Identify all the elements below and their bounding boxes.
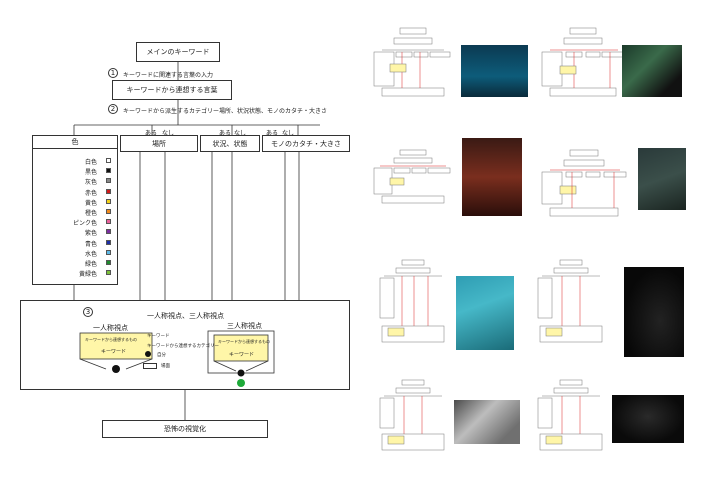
color-row: 黄緑色 <box>33 268 119 278</box>
pov-panel: 3 一人称視点、三人称視点 一人称視点 三人称視点 キーワードから連想するもの … <box>20 300 350 390</box>
color-swatch <box>106 239 111 245</box>
color-swatch <box>106 209 111 214</box>
diagram-connectors <box>73 62 320 420</box>
color-label: 黄緑色 <box>78 271 97 279</box>
color-swatch <box>106 219 111 225</box>
first-person-label: 一人称視点 <box>93 324 128 332</box>
color-swatch <box>106 229 111 235</box>
color-label: 緑色 <box>84 261 97 268</box>
color-label: 水色 <box>84 250 97 258</box>
color-label: 黒色 <box>84 169 97 177</box>
color-swatch <box>106 260 111 265</box>
step-1-number: 1 <box>108 68 118 78</box>
color-row: 白色 <box>33 156 119 166</box>
nashi-label: なし <box>234 130 247 137</box>
color-swatch <box>106 178 111 184</box>
step-2-text: キーワードから派生するカテゴリー場所、状況状態、モノのカタチ・大きさ <box>123 108 328 115</box>
thumb-person <box>622 45 682 97</box>
third-fan-text: キーワードから連想するもの <box>218 339 270 344</box>
legend-self: 自分 <box>157 353 166 358</box>
color-swatch <box>106 249 111 255</box>
third-person-fan <box>207 330 275 387</box>
mini-diagram-3 <box>372 148 454 208</box>
pov-title: 一人称視点、三人称視点 <box>147 312 224 320</box>
thumb-hand <box>456 276 514 350</box>
thumb-underwater <box>461 45 528 97</box>
mini-diagram-5 <box>378 258 448 350</box>
color-row: ピンク色 <box>33 217 119 227</box>
aru-label: ある <box>266 130 279 137</box>
shape-box: モノのカタチ・大きさ <box>262 135 350 152</box>
legend-self-dot <box>145 351 151 357</box>
step-2-number: 2 <box>108 104 118 114</box>
color-label: ピンク色 <box>72 220 97 228</box>
color-row: 灰色 <box>33 176 119 186</box>
mini-diagram-2 <box>540 24 628 100</box>
thumb-corridor <box>612 395 684 443</box>
first-fan-text: キーワードから連想するもの <box>85 337 137 342</box>
place-box: 場所 <box>120 135 198 152</box>
color-row: 緑色 <box>33 258 119 268</box>
color-swatch <box>106 158 111 163</box>
color-label: 紫色 <box>84 230 97 238</box>
color-label: 白色 <box>84 159 97 166</box>
mini-diagram-8 <box>536 378 606 458</box>
legend-scene: 場面 <box>161 364 170 369</box>
color-label: 橙色 <box>84 210 97 217</box>
color-row: 黄色 <box>33 197 119 207</box>
color-swatch <box>106 198 111 204</box>
color-label: 黄色 <box>84 199 97 207</box>
color-row: 赤色 <box>33 187 119 197</box>
thumb-figure <box>638 148 686 210</box>
mini-diagram-6 <box>536 258 606 350</box>
legend-keyword: キーワード <box>147 334 170 339</box>
color-panel: 色 白色黒色灰色赤色黄色橙色ピンク色紫色青色水色緑色黄緑色 <box>32 135 118 285</box>
state-box: 状況、状態 <box>200 135 260 152</box>
legend-scene-box <box>143 363 157 369</box>
associated-words-box: キーワードから連想する言葉 <box>112 80 232 100</box>
color-label: 青色 <box>84 240 97 248</box>
final-label: 恐怖の視覚化 <box>164 425 206 433</box>
color-label: 灰色 <box>84 179 97 187</box>
associated-words-label: キーワードから連想する言葉 <box>126 86 218 94</box>
thumb-staircase <box>462 138 522 216</box>
first-fan-keyword: キーワード <box>101 349 127 355</box>
main-keyword-box: メインのキーワード <box>136 42 220 62</box>
mini-diagram-1 <box>372 24 454 100</box>
nashi-label: なし <box>282 130 295 137</box>
aru-label: ある <box>145 130 158 137</box>
third-fan-keyword: キーワード <box>229 352 255 358</box>
color-row: 黒色 <box>33 166 119 176</box>
color-swatch <box>106 270 111 276</box>
color-swatch <box>106 168 111 174</box>
color-label: 赤色 <box>84 189 97 197</box>
color-header: 色 <box>33 136 117 149</box>
color-row: 紫色 <box>33 227 119 237</box>
color-row: 青色 <box>33 238 119 248</box>
third-person-label: 三人称視点 <box>227 322 262 330</box>
legend-assoc: キーワードから連想するカテゴリー <box>147 344 219 349</box>
final-box: 恐怖の視覚化 <box>102 420 268 438</box>
mini-diagram-4 <box>540 148 630 220</box>
color-row: 橙色 <box>33 207 119 217</box>
thumb-sketch <box>454 400 520 444</box>
step-3-number: 3 <box>83 307 93 317</box>
first-person-fan <box>79 332 153 373</box>
shape-label: モノのカタチ・大きさ <box>271 139 341 148</box>
aru-label: ある <box>219 130 232 137</box>
thumb-dark-room <box>624 267 684 357</box>
main-keyword-label: メインのキーワード <box>146 48 210 56</box>
color-row: 水色 <box>33 248 119 258</box>
step-1-text: キーワードに関連する言葉の入力 <box>123 72 214 79</box>
color-swatch <box>106 188 111 194</box>
mini-diagram-7 <box>378 378 448 458</box>
nashi-label: なし <box>162 130 175 137</box>
state-label: 状況、状態 <box>212 139 248 148</box>
place-label: 場所 <box>152 139 166 148</box>
